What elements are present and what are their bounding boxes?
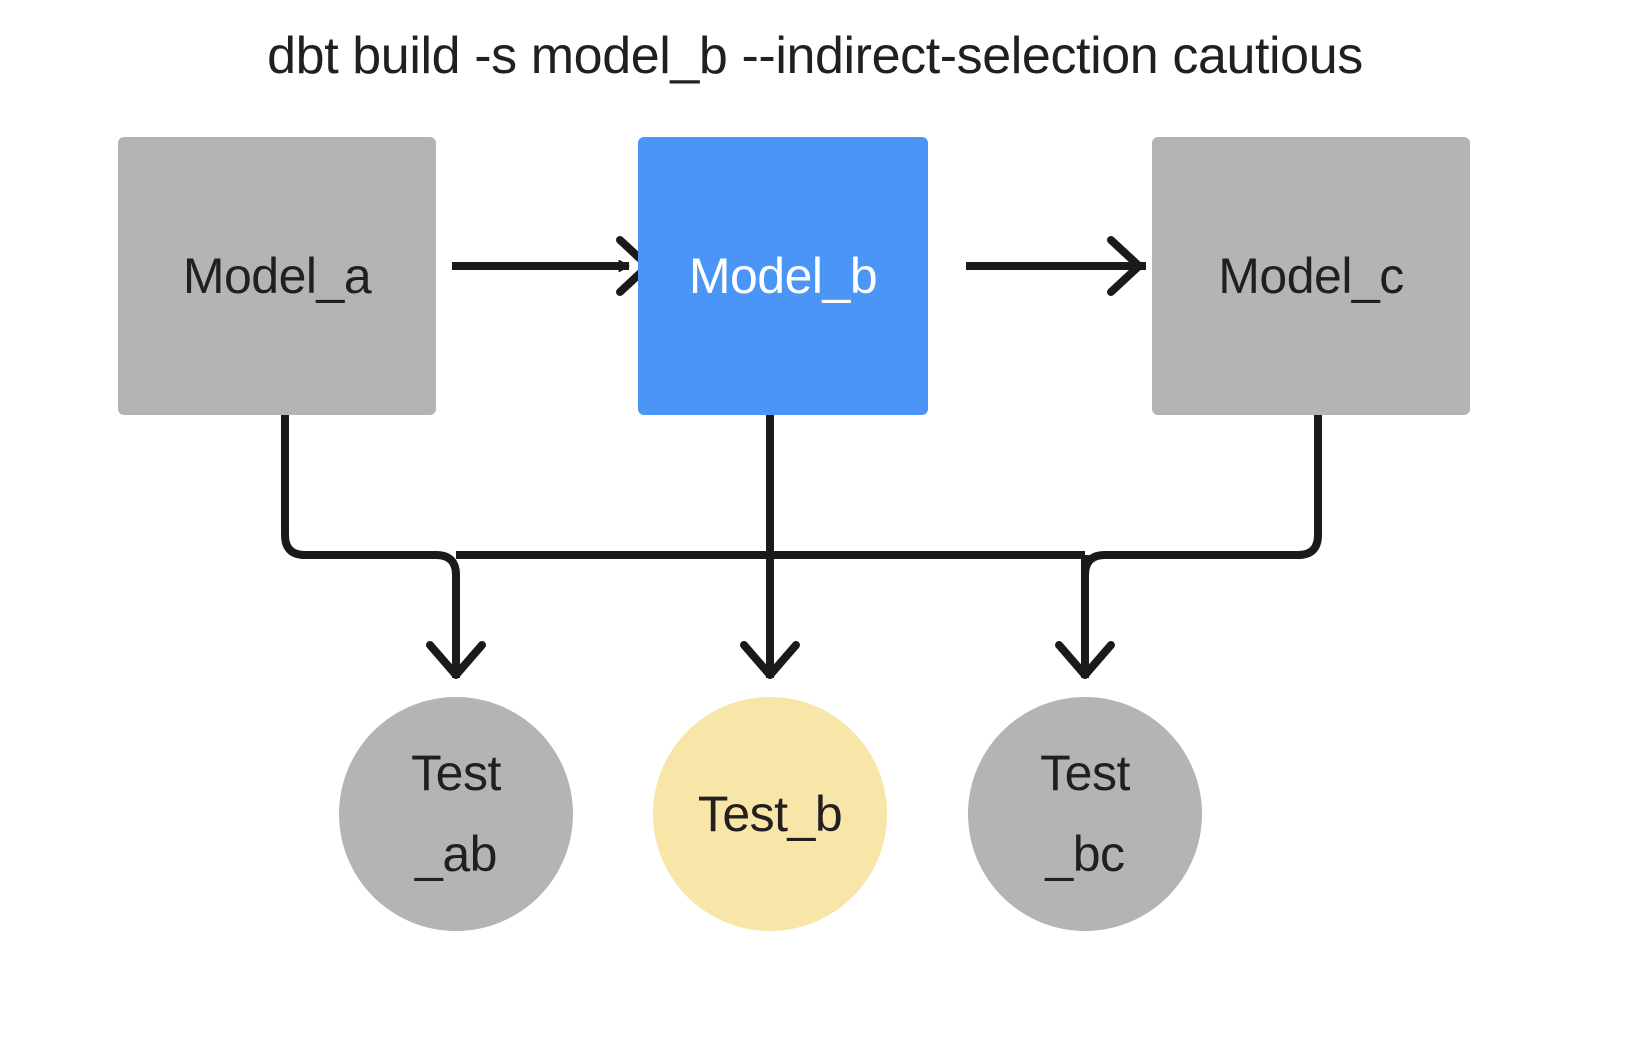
- edge-model-c-to-test-bc: [1081, 415, 1322, 576]
- node-test-bc[interactable]: Test _bc: [968, 697, 1202, 931]
- node-model-a[interactable]: Model_a: [118, 137, 436, 415]
- node-test-ab-label: Test _ab: [411, 745, 501, 882]
- node-test-b[interactable]: Test_b: [653, 697, 887, 931]
- arrowhead-test-b: [740, 641, 800, 679]
- node-model-c[interactable]: Model_c: [1152, 137, 1470, 415]
- node-model-b-label: Model_b: [688, 248, 878, 304]
- arrowhead-test-ab: [426, 641, 486, 679]
- page-title: dbt build -s model_b --indirect-selectio…: [267, 27, 1363, 85]
- node-model-a-label: Model_a: [182, 248, 372, 304]
- node-model-b[interactable]: Model_b: [638, 137, 928, 415]
- node-test-b-label: Test_b: [697, 786, 843, 842]
- node-model-c-label: Model_c: [1218, 248, 1404, 304]
- arrowhead-test-bc: [1055, 641, 1115, 679]
- edge-model-a-to-test-ab: [281, 415, 460, 678]
- node-test-bc-label: Test _bc: [1040, 745, 1130, 882]
- node-test-ab[interactable]: Test _ab: [339, 697, 573, 931]
- arrowhead-model-c: [1107, 236, 1143, 296]
